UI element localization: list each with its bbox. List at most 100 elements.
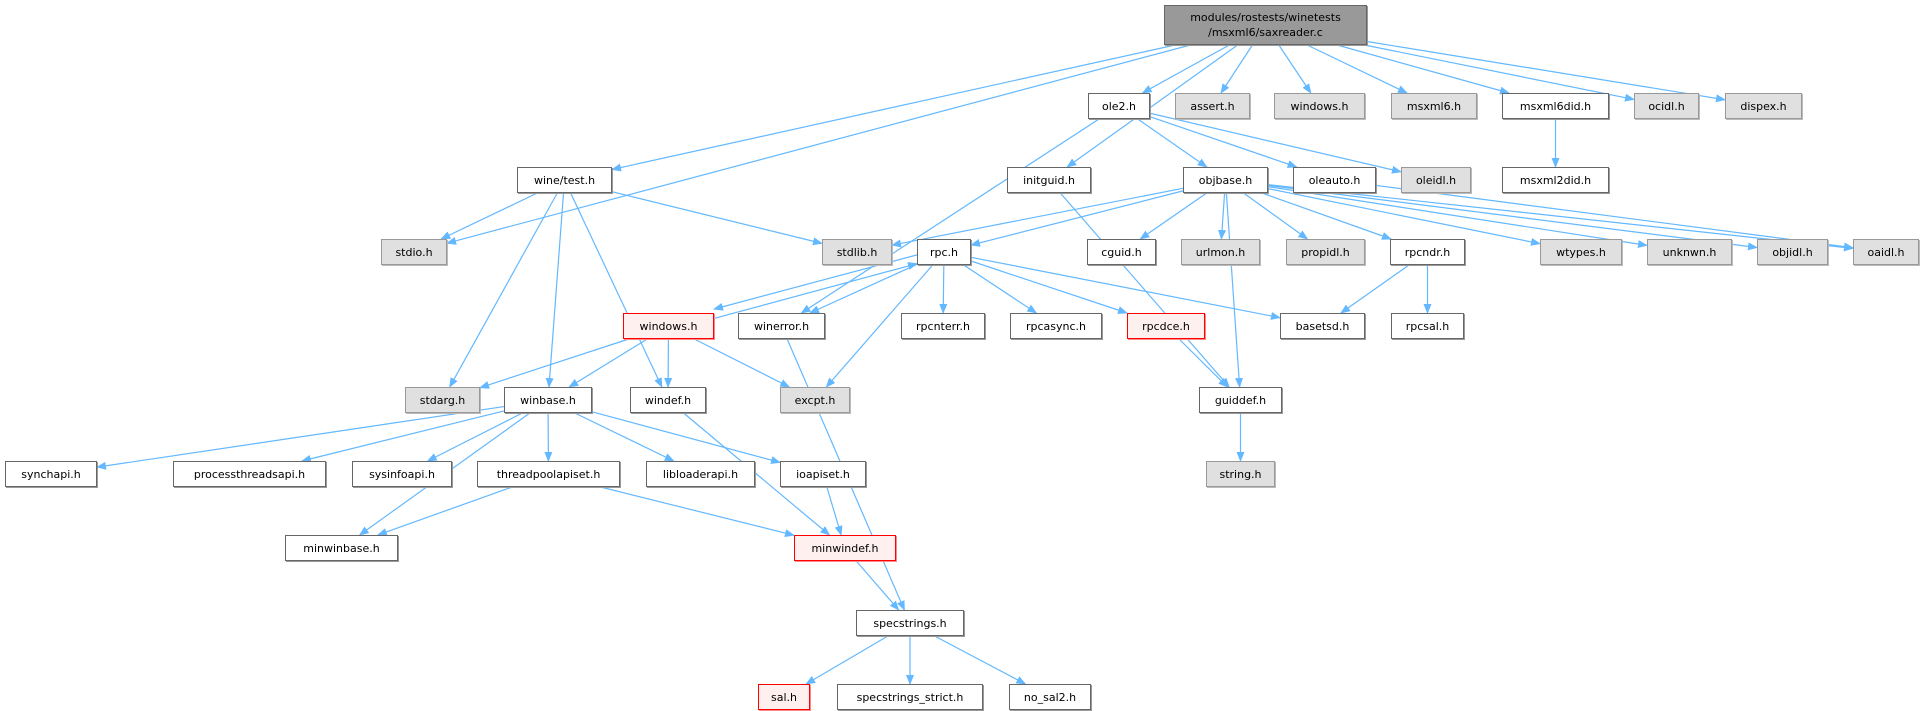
node-string[interactable]: string.h <box>1206 461 1275 487</box>
edge-initguid-to-guiddef <box>1059 192 1230 388</box>
node-rpcndr[interactable]: rpcndr.h <box>1390 239 1465 265</box>
node-sal[interactable]: sal.h <box>758 684 810 710</box>
node-label: stdio.h <box>395 245 433 259</box>
node-label: winbase.h <box>520 393 576 407</box>
node-label: stdlib.h <box>836 245 878 259</box>
edge-rpc-to-winerror <box>809 263 918 314</box>
node-label: urlmon.h <box>1195 245 1246 259</box>
edge-rpc-to-rpcnterr <box>939 264 948 314</box>
node-threadpoolapiset[interactable]: threadpoolapiset.h <box>477 461 620 487</box>
node-rpcasync[interactable]: rpcasync.h <box>1010 313 1102 339</box>
node-msxml2did[interactable]: msxml2did.h <box>1502 167 1609 193</box>
node-stdlib[interactable]: stdlib.h <box>822 239 892 265</box>
node-label: basetsd.h <box>1295 319 1350 333</box>
edge-winbase-to-processthreadsapi <box>300 410 505 463</box>
edge-specstrings-to-no_sal2 <box>934 635 1027 685</box>
edge-root-to-ole2 <box>1141 44 1230 94</box>
node-label: oleidl.h <box>1415 173 1457 187</box>
node-label: dispex.h <box>1740 99 1787 113</box>
node-ocidl[interactable]: ocidl.h <box>1634 93 1699 119</box>
node-specstrings[interactable]: specstrings.h <box>856 610 964 636</box>
node-msxml6[interactable]: msxml6.h <box>1391 93 1477 119</box>
edge-objbase-to-rpcndr <box>1261 192 1392 240</box>
node-specstrings-strict[interactable]: specstrings_strict.h <box>837 684 983 710</box>
edge-windef-to-minwindef <box>683 412 831 536</box>
node-oaidl[interactable]: oaidl.h <box>1853 239 1919 265</box>
edge-threadpoolapiset-to-minwindef <box>600 486 795 537</box>
node-stdio[interactable]: stdio.h <box>381 239 447 265</box>
node-guiddef[interactable]: guiddef.h <box>1199 387 1282 413</box>
node-label: sal.h <box>771 690 797 704</box>
node-propidl[interactable]: propidl.h <box>1286 239 1365 265</box>
edge-ioapiset-to-minwindef <box>826 486 843 536</box>
node-dispex[interactable]: dispex.h <box>1725 93 1802 119</box>
node-label: rpcndr.h <box>1404 245 1451 259</box>
node-wtypes[interactable]: wtypes.h <box>1540 239 1622 265</box>
node-urlmon[interactable]: urlmon.h <box>1181 239 1260 265</box>
node-rpcdce[interactable]: rpcdce.h <box>1127 313 1205 339</box>
node-label: propidl.h <box>1301 245 1350 259</box>
node-minwindef[interactable]: minwindef.h <box>794 535 896 561</box>
node-label: threadpoolapiset.h <box>496 467 601 481</box>
node-label: objidl.h <box>1772 245 1813 259</box>
node-windows-ext[interactable]: windows.h <box>1274 93 1365 119</box>
edge-root-to-ocidl <box>1364 44 1635 102</box>
node-windows[interactable]: windows.h <box>623 313 714 339</box>
node-unknwn[interactable]: unknwn.h <box>1647 239 1732 265</box>
node-no-sal2[interactable]: no_sal2.h <box>1009 684 1091 710</box>
node-label: msxml6.h <box>1406 99 1462 113</box>
edge-root-to-stdio <box>446 44 1191 245</box>
edge-winetest-to-stdlib <box>611 191 823 246</box>
node-libloaderapi[interactable]: libloaderapi.h <box>646 461 755 487</box>
node-basetsd[interactable]: basetsd.h <box>1280 313 1365 339</box>
node-label: specstrings_strict.h <box>856 690 964 704</box>
edge-specstrings-to-sal <box>805 635 889 685</box>
edge-minwindef-to-specstrings <box>855 560 900 611</box>
node-assert[interactable]: assert.h <box>1175 93 1250 119</box>
node-oleauto[interactable]: oleauto.h <box>1293 167 1376 193</box>
node-ioapiset[interactable]: ioapiset.h <box>780 461 866 487</box>
node-rpc[interactable]: rpc.h <box>917 239 971 265</box>
node-label: stdarg.h <box>419 393 466 407</box>
node-oleidl[interactable]: oleidl.h <box>1401 167 1471 193</box>
node-winbase[interactable]: winbase.h <box>504 387 592 413</box>
node-winerror[interactable]: winerror.h <box>738 313 825 339</box>
node-synchapi[interactable]: synchapi.h <box>5 461 97 487</box>
node-label: initguid.h <box>1023 173 1075 187</box>
node-label: sysinfoapi.h <box>369 467 435 481</box>
node-label: windef.h <box>644 393 692 407</box>
edge-objbase-to-cguid <box>1139 192 1208 240</box>
edge-root-to-winetest <box>611 44 1176 172</box>
node-initguid[interactable]: initguid.h <box>1007 167 1091 193</box>
node-objidl[interactable]: objidl.h <box>1757 239 1828 265</box>
node-minwinbase[interactable]: minwinbase.h <box>285 535 398 561</box>
node-msxml6did[interactable]: msxml6did.h <box>1502 93 1609 119</box>
node-label: ole2.h <box>1101 99 1137 113</box>
edge-rpc-to-rpcasync <box>963 264 1038 314</box>
node-stdarg[interactable]: stdarg.h <box>405 387 480 413</box>
node-processthreadsapi[interactable]: processthreadsapi.h <box>173 461 326 487</box>
node-label: string.h <box>1219 467 1262 481</box>
node-label: libloaderapi.h <box>662 467 739 481</box>
node-rpcsal[interactable]: rpcsal.h <box>1391 313 1464 339</box>
node-label: rpc.h <box>929 245 959 259</box>
edge-objbase-to-wtypes <box>1267 188 1541 246</box>
node-objbase[interactable]: objbase.h <box>1183 167 1268 193</box>
node-cguid[interactable]: cguid.h <box>1087 239 1156 265</box>
node-excpt[interactable]: excpt.h <box>780 387 850 413</box>
node-label: winerror.h <box>753 319 810 333</box>
node-sysinfoapi[interactable]: sysinfoapi.h <box>352 461 452 487</box>
edge-objbase-to-stdlib <box>891 187 1184 248</box>
node-label: rpcdce.h <box>1142 319 1190 333</box>
node-label: processthreadsapi.h <box>193 467 306 481</box>
node-rpcnterr[interactable]: rpcnterr.h <box>901 313 985 339</box>
node-winetest[interactable]: wine/test.h <box>517 167 612 193</box>
edge-ole2-to-objbase <box>1137 118 1208 168</box>
node-label: oleauto.h <box>1308 173 1361 187</box>
node-label: minwindef.h <box>811 541 879 555</box>
node-ole2[interactable]: ole2.h <box>1088 93 1150 119</box>
edge-winbase-to-synchapi <box>96 405 505 470</box>
node-windef[interactable]: windef.h <box>630 387 706 413</box>
node-label: specstrings.h <box>873 616 947 630</box>
